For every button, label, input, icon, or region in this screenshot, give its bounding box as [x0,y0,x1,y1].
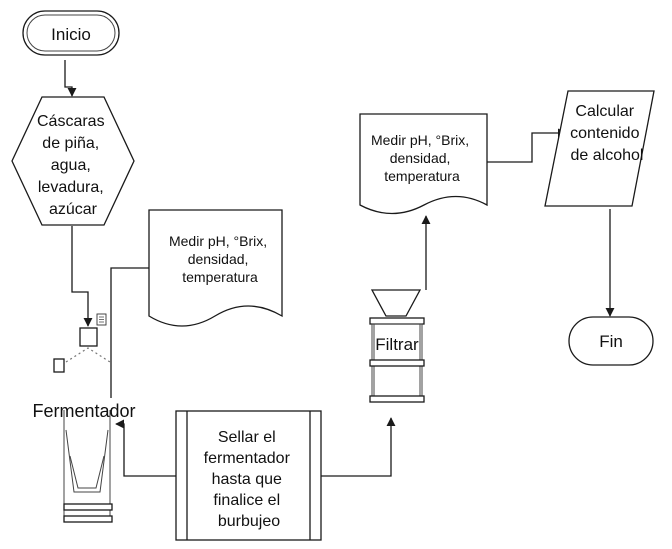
seal-line: hasta que [212,471,282,488]
start-label: Inicio [51,25,91,44]
seal-line: finalice el [213,492,280,509]
seal-line: burbujeo [218,513,280,530]
end-terminator: Fin [568,316,654,366]
filter-label: Filtrar [375,335,419,354]
connector-measure1-to-fermenter [110,267,149,398]
end-label: Fin [599,332,623,351]
ingredients-line: Cáscaras [37,113,105,130]
calculate-parallelogram: Calcular contenido de alcohol [544,90,655,207]
measure2-line: Medir pH, °Brix, [371,132,469,148]
fermenter-illustration: Fermentador [32,313,136,523]
fermenter-lid [79,327,98,347]
ingredients-line: de piña, [42,135,99,152]
document-small-icon [96,313,107,326]
seal-line: Sellar el [218,429,276,446]
calc-line: contenido [570,125,639,142]
measure1-line: temperatura [182,269,258,285]
measure-document-2: Medir pH, °Brix, densidad, temperatura [359,113,488,215]
measure1-line: Medir pH, °Brix, [169,233,267,249]
measure1-label: Medir pH, °Brix, densidad, temperatura [169,233,271,285]
ingredients-label: Cáscaras de piña, agua, levadura, azúcar [37,113,109,218]
calc-line: de alcohol [571,147,644,164]
seal-line: fermentador [204,450,291,467]
seal-label: Sellar el fermentador hasta que finalice… [204,429,295,530]
connector-start-to-ingredients [64,60,77,97]
calc-line: Calcular [575,103,634,120]
connector-measure2-to-calc [487,128,567,163]
connector-seal-to-filter [304,417,396,477]
connector-ingredients-to-fermenter [71,226,93,327]
fermenter-label: Fermentador [32,401,135,421]
ingredients-line: azúcar [49,201,98,218]
ingredients-line: agua, [51,157,91,174]
calc-label: Calcular contenido de alcohol [570,103,644,164]
funnel-icon [370,289,422,317]
start-terminator: Inicio [22,10,120,56]
measure2-line: densidad, [390,150,451,166]
measure-document-1: Medir pH, °Brix, densidad, temperatura [148,209,283,327]
measure2-line: temperatura [384,168,460,184]
measure1-line: densidad, [188,251,249,267]
filter-illustration: Filtrar [369,289,425,403]
measure2-label: Medir pH, °Brix, densidad, temperatura [371,132,473,184]
ingredients-line: levadura, [38,179,104,196]
connector-seal-to-fermenter [115,419,176,477]
seal-process: Sellar el fermentador hasta que finalice… [175,410,322,541]
fermenter-tap [53,358,65,373]
ingredients-hexagon: Cáscaras de piña, agua, levadura, azúcar [11,96,135,226]
